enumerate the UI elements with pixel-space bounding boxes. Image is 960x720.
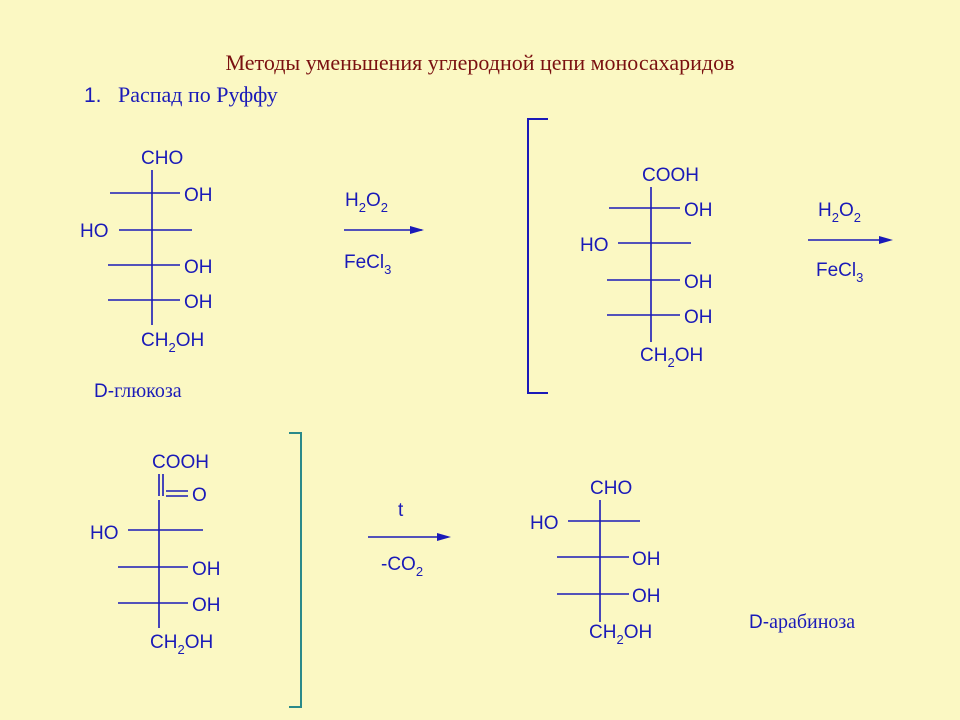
arabinose-oh-2: OH bbox=[632, 586, 661, 607]
keto-o: O bbox=[192, 485, 207, 506]
gluconic-ch2oh: CH2OH bbox=[640, 345, 703, 370]
gluconic-oh-3: OH bbox=[684, 307, 713, 328]
glucose-ch2oh: CH2OH bbox=[141, 330, 204, 355]
gluconic-cooh: COOH bbox=[642, 165, 699, 186]
reagent-2-h2o2: H2O2 bbox=[818, 200, 861, 225]
reagent-1-fecl3: FeCl3 bbox=[344, 252, 391, 277]
keto-cooh: COOH bbox=[152, 452, 209, 473]
keto-oh-2: OH bbox=[192, 595, 221, 616]
arrow-2-head bbox=[879, 236, 893, 244]
glucose-oh-1: OH bbox=[184, 185, 213, 206]
right-bracket-bottom bbox=[289, 432, 302, 708]
subtitle-text: Распад по Руффу bbox=[118, 82, 278, 107]
glucose-label: D-глюкоза bbox=[94, 380, 182, 402]
reaction-arrow-2: H2O2 FeCl3 bbox=[808, 200, 893, 285]
keto-ho: HO bbox=[90, 523, 119, 544]
glucose-structure: CHO OH HO OH OH CH2OH D-глюкоза bbox=[80, 148, 213, 402]
arabinose-structure: CHO HO OH OH CH2OH D-арабиноза bbox=[530, 478, 855, 647]
reaction-arrow-1: H2O2 FeCl3 bbox=[344, 190, 424, 277]
arrow-3-head bbox=[437, 533, 451, 541]
keto-ch2oh: CH2OH bbox=[150, 632, 213, 657]
keto-acid-structure: COOH O HO OH OH CH2OH bbox=[90, 452, 221, 657]
reaction-arrow-3: t -CO2 bbox=[368, 500, 451, 579]
arabinose-cho: CHO bbox=[590, 478, 632, 499]
keto-oh-1: OH bbox=[192, 559, 221, 580]
gluconic-acid-structure: COOH OH HO OH OH CH2OH bbox=[580, 165, 713, 370]
arabinose-label: D-арабиноза bbox=[749, 611, 855, 633]
glucose-oh-3: OH bbox=[184, 292, 213, 313]
reagent-2-fecl3: FeCl3 bbox=[816, 260, 863, 285]
arrow-1-head bbox=[410, 226, 424, 234]
glucose-oh-2: OH bbox=[184, 257, 213, 278]
glucose-cho: CHO bbox=[141, 148, 183, 169]
arabinose-oh-1: OH bbox=[632, 549, 661, 570]
reagent-3-t: t bbox=[398, 500, 404, 521]
glucose-ho: HO bbox=[80, 221, 109, 242]
gluconic-oh-1: OH bbox=[684, 200, 713, 221]
subtitle-number: 1. bbox=[84, 84, 102, 107]
gluconic-oh-2: OH bbox=[684, 272, 713, 293]
arabinose-ho: HO bbox=[530, 513, 559, 534]
left-bracket-top bbox=[527, 118, 548, 394]
reagent-1-h2o2: H2O2 bbox=[345, 190, 388, 215]
arabinose-ch2oh: CH2OH bbox=[589, 622, 652, 647]
reagent-3-co2: -CO2 bbox=[381, 554, 423, 579]
slide-title: Методы уменьшения углеродной цепи моноса… bbox=[226, 50, 735, 75]
gluconic-ho: HO bbox=[580, 235, 609, 256]
